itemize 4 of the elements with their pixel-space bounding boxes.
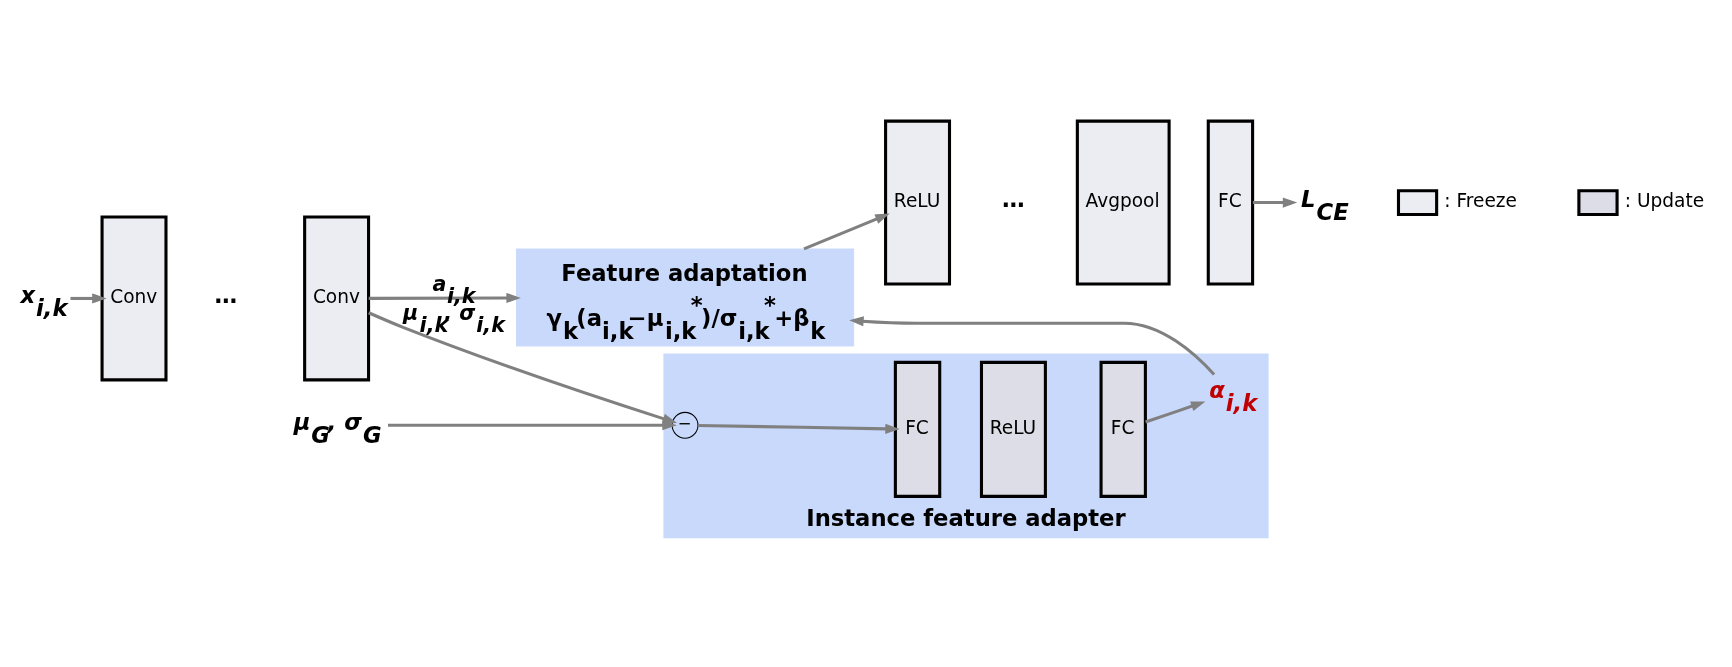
label: … [214,282,238,309]
legend-label: : Update [1624,190,1705,212]
legend-label: : Freeze [1444,190,1518,212]
label: … [1002,186,1025,213]
